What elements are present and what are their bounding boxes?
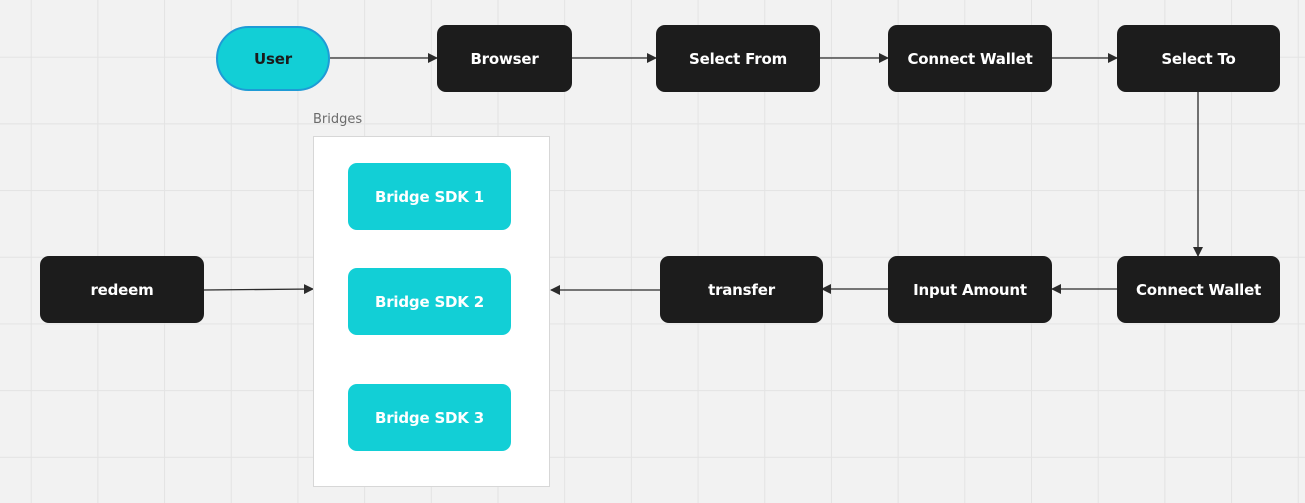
user-node[interactable]: User bbox=[216, 26, 330, 91]
bridge-sdk-2-node[interactable]: Bridge SDK 2 bbox=[348, 268, 511, 335]
connect-wallet-top-node[interactable]: Connect Wallet bbox=[888, 25, 1052, 92]
bridges-frame-title: Bridges bbox=[313, 112, 363, 127]
bridge-sdk-3-node[interactable]: Bridge SDK 3 bbox=[348, 384, 511, 451]
bridge-sdk-1-node[interactable]: Bridge SDK 1 bbox=[348, 163, 511, 230]
select-from-node[interactable]: Select From bbox=[656, 25, 820, 92]
browser-node[interactable]: Browser bbox=[437, 25, 572, 92]
select-to-node[interactable]: Select To bbox=[1117, 25, 1280, 92]
edge-redeem-bridges bbox=[203, 284, 314, 295]
input-amount-node[interactable]: Input Amount bbox=[888, 256, 1052, 323]
redeem-node[interactable]: redeem bbox=[40, 256, 204, 323]
transfer-node[interactable]: transfer bbox=[660, 256, 823, 323]
connect-wallet-bottom-node[interactable]: Connect Wallet bbox=[1117, 256, 1280, 323]
